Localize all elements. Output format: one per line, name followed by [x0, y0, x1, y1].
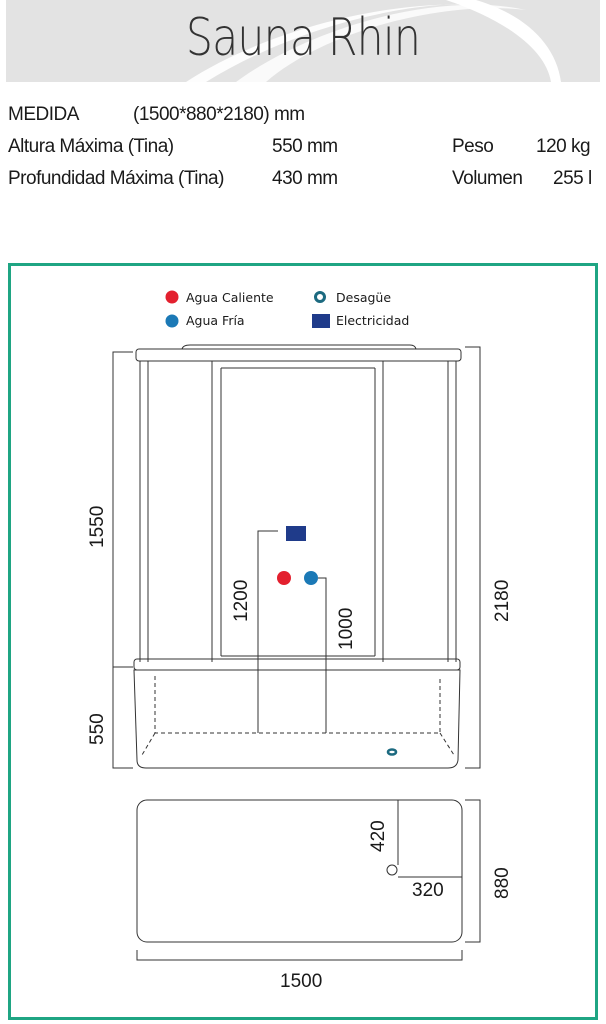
drawing-frame	[8, 263, 598, 1020]
drain-icon	[386, 864, 398, 876]
spec-profundidad-label: Profundidad Máxima (Tina)	[8, 168, 224, 189]
right-dimensions: 2180	[465, 346, 513, 769]
banner-swoosh	[186, 0, 561, 82]
spec-medida-value: (1500*880*2180) mm	[133, 104, 305, 125]
spec-altura-value: 550 mm	[272, 136, 338, 157]
drain-icon	[386, 748, 398, 756]
drain-icon	[314, 291, 326, 303]
legend: Agua Caliente Agua Fría Desagüe Electric…	[165, 290, 409, 328]
dim-total-height: 2180	[492, 580, 513, 622]
dim-drain-depth: 420	[368, 820, 389, 852]
connections: 1200 1000	[231, 526, 357, 733]
cabin-front-view	[133, 344, 462, 769]
plan-view: 420 320 880 1500	[136, 799, 513, 992]
legend-hot: Agua Caliente	[186, 290, 274, 305]
cold-water-icon	[165, 314, 179, 328]
electric-icon	[286, 526, 306, 541]
spec-volumen-label: Volumen	[452, 168, 523, 189]
hot-water-icon	[277, 571, 291, 585]
page-title: Sauna Rhin	[185, 8, 421, 68]
left-dimensions: 1550 550	[87, 351, 133, 769]
hot-water-icon	[165, 290, 179, 304]
cold-water-icon	[304, 571, 318, 585]
title-banner: Sauna Rhin	[6, 0, 600, 82]
spec-volumen-value: 255 l	[553, 168, 592, 189]
dim-cabin-height: 1550	[87, 506, 108, 548]
spec-peso-value: 120 kg	[536, 136, 591, 157]
dim-tub-height: 550	[87, 713, 108, 745]
legend-cold: Agua Fría	[186, 313, 245, 328]
legend-electric: Electricidad	[336, 313, 409, 328]
electric-icon	[312, 314, 330, 328]
dim-electric-height: 1200	[231, 580, 252, 622]
dim-depth: 880	[492, 867, 513, 899]
spec-altura-label: Altura Máxima (Tina)	[8, 136, 174, 157]
spec-profundidad-value: 430 mm	[272, 168, 338, 189]
spec-peso-label: Peso	[452, 136, 494, 157]
spec-medida-label: MEDIDA	[8, 104, 79, 125]
legend-drain: Desagüe	[336, 290, 391, 305]
dim-drain-side: 320	[412, 880, 444, 901]
dim-width: 1500	[280, 971, 322, 992]
dim-water-height: 1000	[336, 608, 357, 650]
